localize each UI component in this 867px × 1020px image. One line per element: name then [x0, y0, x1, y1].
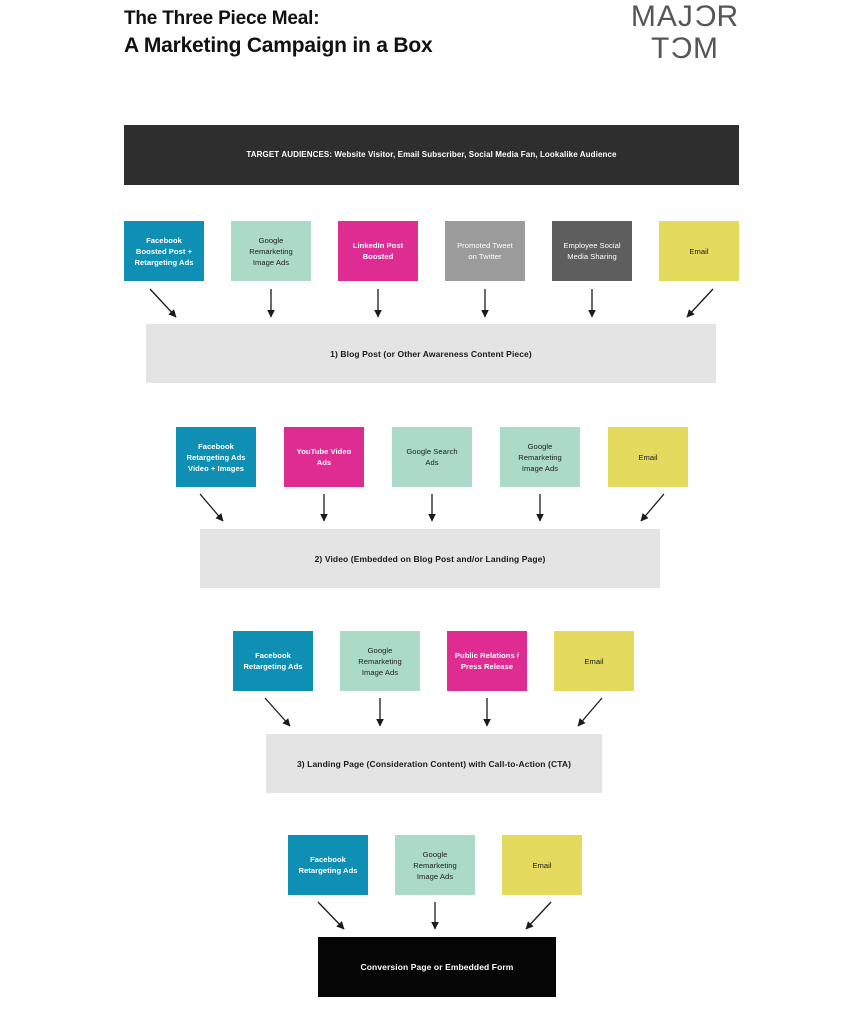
channel-label: Google Remarketing Image Ads — [358, 645, 402, 677]
channel-email-1[interactable]: Email — [659, 221, 739, 281]
logo-line-tom: TCM — [651, 32, 719, 65]
channel-facebook-boosted-post[interactable]: Facebook Boosted Post + Retargeting Ads — [124, 221, 204, 281]
arrow-1-1 — [149, 288, 177, 318]
channel-label: YouTube Video Ads — [296, 447, 352, 467]
title-line-2: A Marketing Campaign in a Box — [124, 34, 433, 57]
channel-facebook-retargeting-3[interactable]: Facebook Retargeting Ads — [233, 631, 313, 691]
target-audiences-bar: TARGET AUDIENCES: Website Visitor, Email… — [124, 125, 739, 185]
title-line-1: The Three Piece Meal: — [124, 8, 320, 29]
channel-email-3[interactable]: Email — [554, 631, 634, 691]
channel-google-remarketing[interactable]: Google Remarketing Image Ads — [231, 221, 311, 281]
stage-landing-page: 3) Landing Page (Consideration Content) … — [266, 734, 602, 793]
channel-public-relations[interactable]: Public Relations / Press Release — [447, 631, 527, 691]
channel-label: Email — [584, 656, 604, 666]
channel-label: Public Relations / Press Release — [454, 651, 520, 671]
channel-label: Google Remarketing Image Ads — [413, 849, 457, 881]
stage-label: Conversion Page or Embedded Form — [360, 962, 514, 972]
stage-label: 2) Video (Embedded on Blog Post and/or L… — [314, 553, 546, 564]
channel-promoted-tweet[interactable]: Promoted Tweet on Twitter — [445, 221, 525, 281]
channel-email-2[interactable]: Email — [608, 427, 688, 487]
stage-label: 1) Blog Post (or Other Awareness Content… — [330, 348, 532, 359]
channel-label: Facebook Retargeting Ads Video + Images — [186, 441, 246, 473]
channel-label: Google Remarketing Image Ads — [518, 441, 562, 473]
channel-label: Facebook Boosted Post + Retargeting Ads — [134, 235, 194, 267]
arrow-1-6 — [686, 288, 714, 318]
channel-label: LinkedIn Post Boosted — [352, 241, 404, 261]
channel-label: Email — [532, 860, 552, 870]
arrow-2-5 — [640, 493, 665, 522]
channel-label: Employee Social Media Sharing — [563, 241, 621, 261]
channel-google-remarketing-3[interactable]: Google Remarketing Image Ads — [340, 631, 420, 691]
arrow-4-3 — [525, 901, 552, 930]
stage-label: 3) Landing Page (Consideration Content) … — [296, 758, 572, 769]
channel-label: Email — [689, 246, 709, 256]
channel-label: Google Search Ads — [406, 447, 458, 467]
logo-o-glyph: C — [693, 0, 717, 33]
channel-google-remarketing-4[interactable]: Google Remarketing Image Ads — [395, 835, 475, 895]
arrow-3-4 — [577, 697, 603, 727]
channel-employee-social-sharing[interactable]: Employee Social Media Sharing — [552, 221, 632, 281]
channel-youtube-video-ads[interactable]: YouTube Video Ads — [284, 427, 364, 487]
stage-blog-post: 1) Blog Post (or Other Awareness Content… — [146, 324, 716, 383]
channel-linkedin-post-boosted[interactable]: LinkedIn Post Boosted — [338, 221, 418, 281]
channel-facebook-retargeting-video[interactable]: Facebook Retargeting Ads Video + Images — [176, 427, 256, 487]
logo-o-glyph-2: C — [670, 32, 693, 65]
arrow-2-1 — [199, 493, 224, 522]
page-title: The Three Piece Meal: A Marketing Campai… — [124, 6, 604, 60]
channel-label: Facebook Retargeting Ads — [298, 855, 358, 875]
channel-google-remarketing-2[interactable]: Google Remarketing Image Ads — [500, 427, 580, 487]
arrow-4-1 — [317, 901, 345, 930]
channel-facebook-retargeting-4[interactable]: Facebook Retargeting Ads — [288, 835, 368, 895]
channel-label: Promoted Tweet on Twitter — [457, 241, 513, 261]
stage-video: 2) Video (Embedded on Blog Post and/or L… — [200, 529, 660, 588]
channel-label: Facebook Retargeting Ads — [243, 651, 303, 671]
channel-google-search-ads[interactable]: Google Search Ads — [392, 427, 472, 487]
major-tom-logo: MAJCR TCM — [626, 0, 744, 65]
logo-line-major: MAJCR — [630, 0, 740, 33]
channel-label: Email — [638, 452, 658, 462]
arrow-3-1 — [264, 697, 291, 727]
stage-conversion-page: Conversion Page or Embedded Form — [318, 937, 556, 997]
channel-label: Google Remarketing Image Ads — [249, 235, 293, 267]
target-audiences-label: TARGET AUDIENCES: Website Visitor, Email… — [246, 150, 617, 159]
channel-email-4[interactable]: Email — [502, 835, 582, 895]
